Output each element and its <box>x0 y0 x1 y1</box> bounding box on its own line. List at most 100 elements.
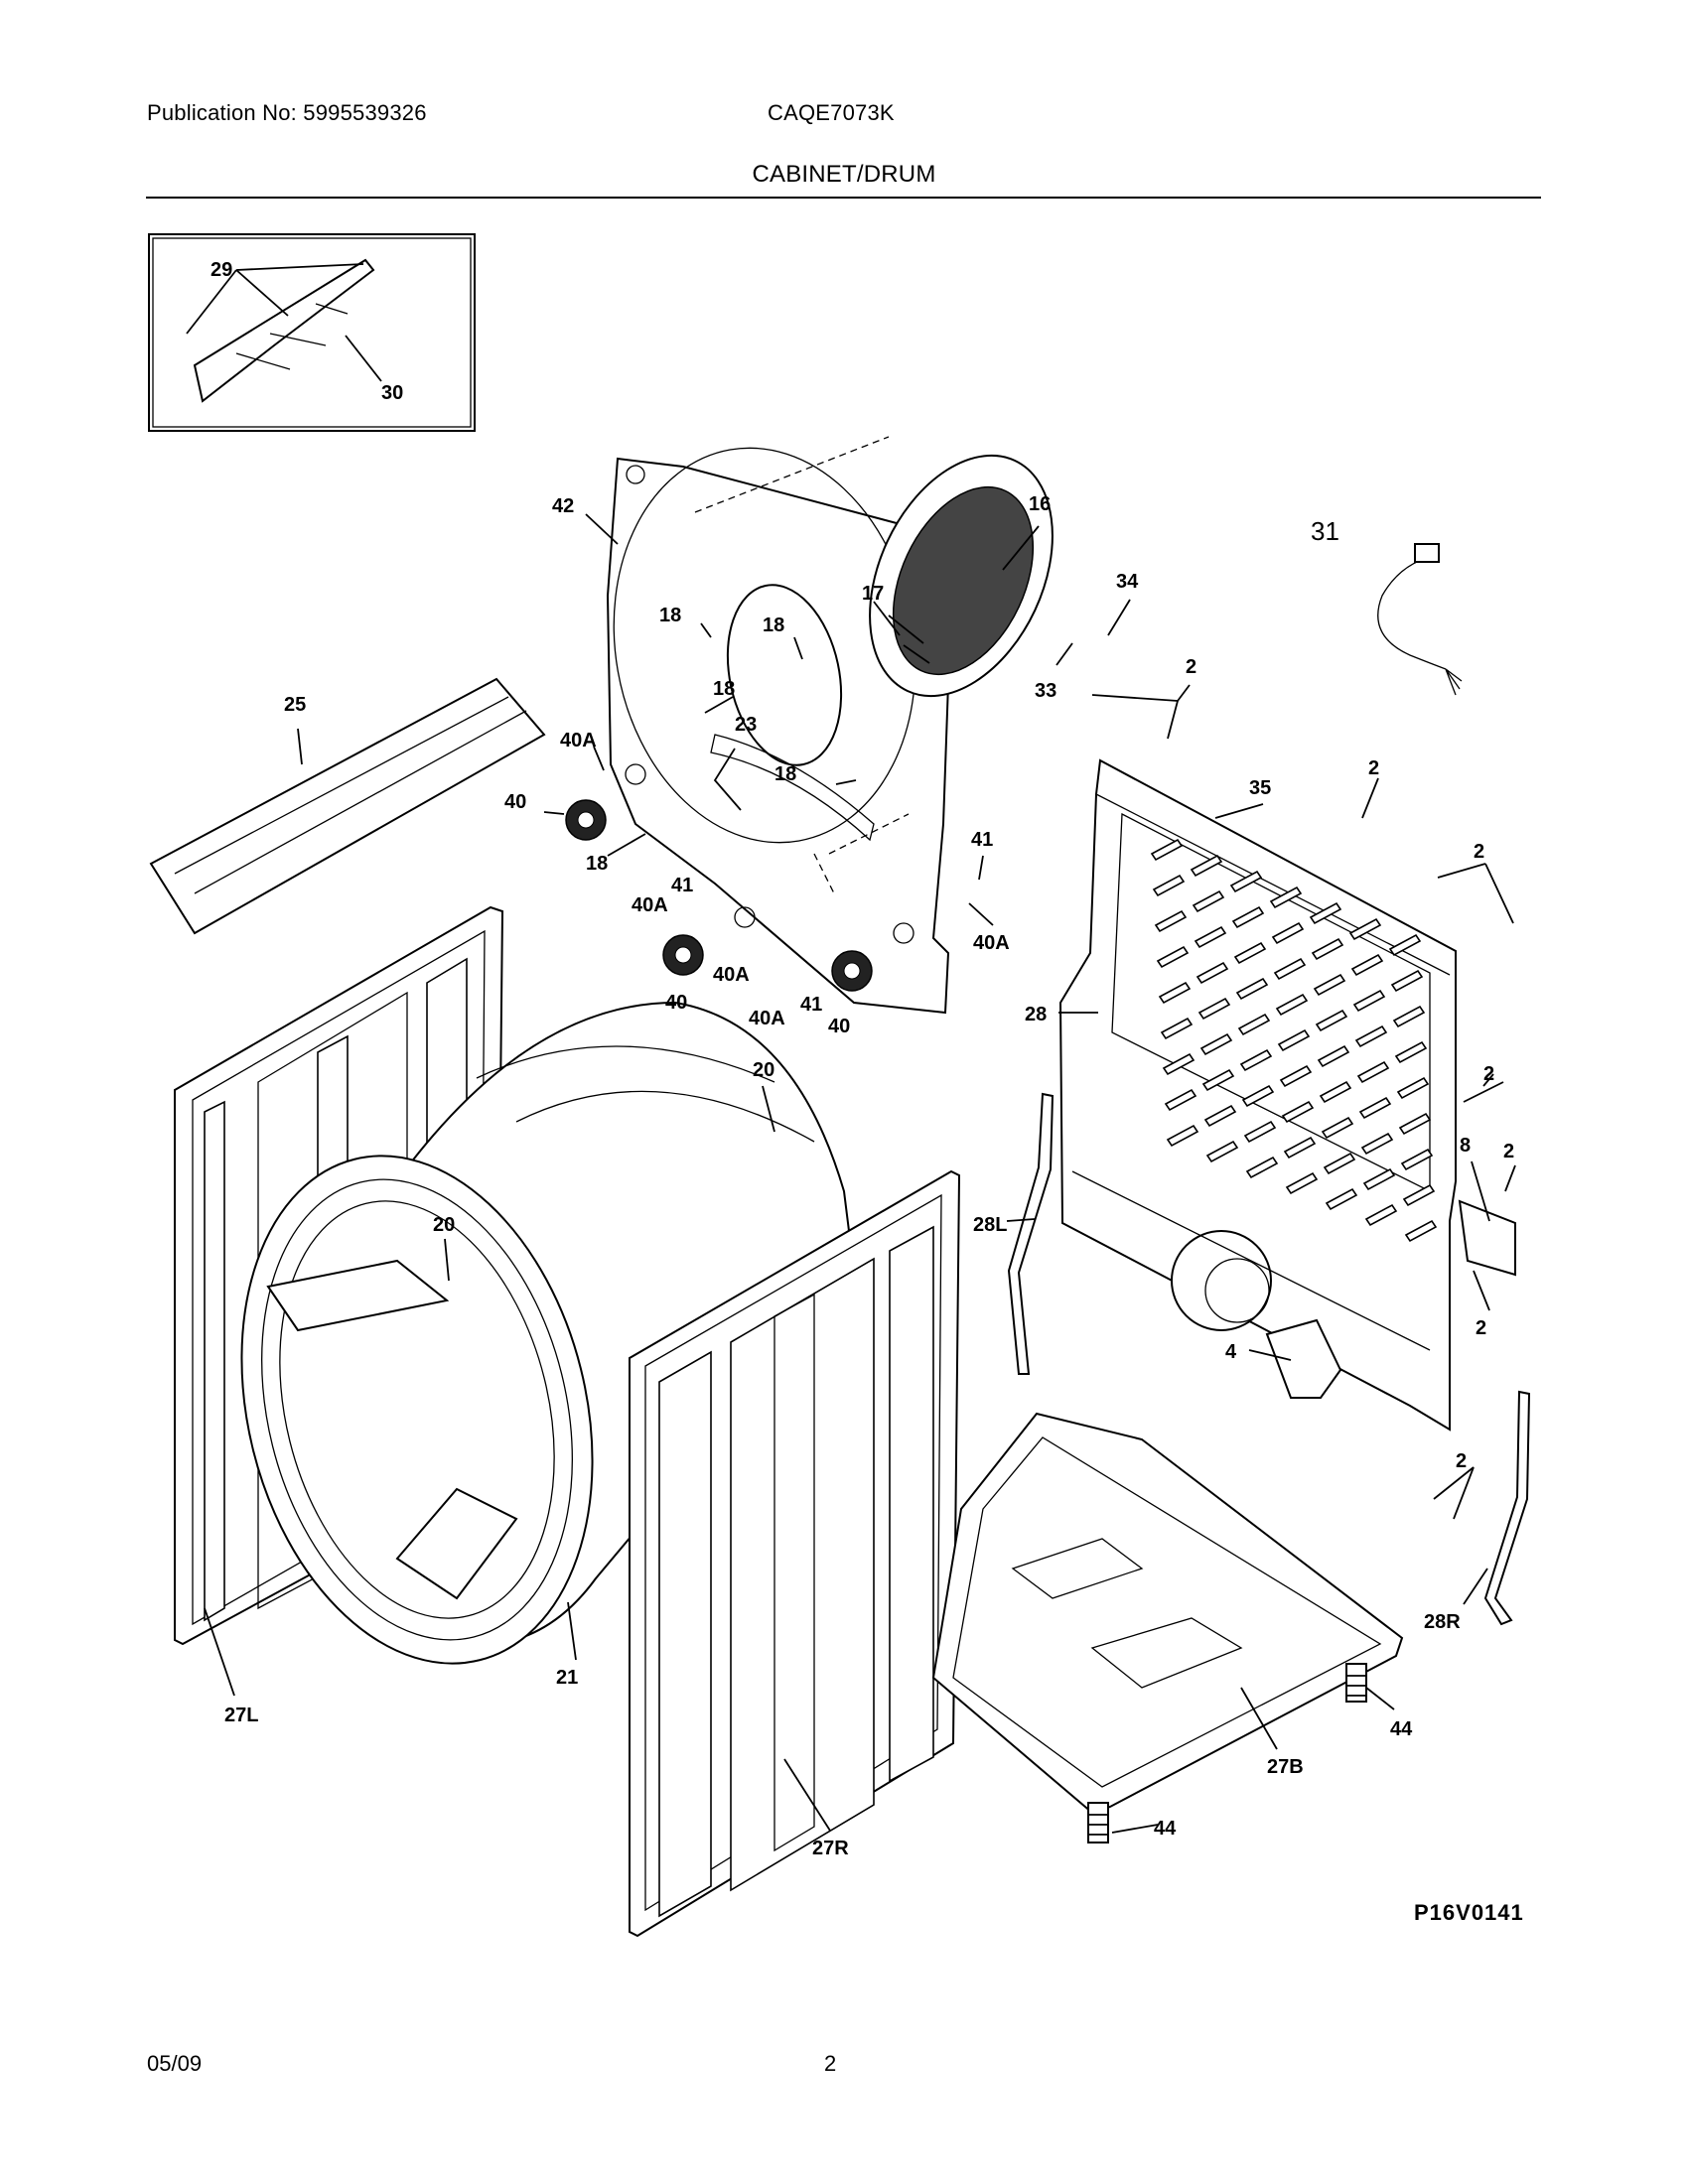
callout-label: 17 <box>862 583 884 605</box>
louver-slot <box>1158 981 1192 1005</box>
callout-label: 2 <box>1483 1063 1494 1085</box>
callout-label: 18 <box>659 605 681 626</box>
louver-slot <box>1192 889 1225 913</box>
louver-slot <box>1239 1048 1273 1072</box>
leveling-leg <box>1087 1802 1109 1843</box>
callout-label: 4 <box>1225 1341 1237 1363</box>
louver-slot <box>1197 997 1231 1021</box>
callout-label: 18 <box>713 678 735 700</box>
louver-slot <box>1364 1203 1398 1227</box>
callout-label: 2 <box>1186 656 1196 678</box>
power-cord <box>1377 543 1463 696</box>
callout-label: 18 <box>774 763 796 785</box>
louver-slot <box>1392 1005 1426 1028</box>
callout-label: 18 <box>586 853 608 875</box>
blower-housing <box>869 454 1054 698</box>
callout-leaders <box>204 513 1516 1834</box>
louver-slot <box>1352 989 1386 1013</box>
louver-slot <box>1362 1167 1396 1191</box>
inset-box <box>148 233 476 432</box>
callout-label: 41 <box>800 994 822 1016</box>
louver-slot <box>1350 953 1384 977</box>
louver-slot <box>1277 1028 1311 1052</box>
louver-slot <box>1190 854 1223 878</box>
louver-slot <box>1400 1148 1434 1171</box>
drum-roller <box>662 934 704 976</box>
callout-label: 27L <box>224 1705 258 1726</box>
callout-label: 40 <box>665 992 687 1014</box>
callout-label: 2 <box>1474 841 1484 863</box>
louver-slot <box>1396 1076 1430 1100</box>
louver-slot <box>1199 1032 1233 1056</box>
louver-slot <box>1360 1132 1394 1156</box>
callout-label: 35 <box>1249 777 1271 799</box>
louver-slot <box>1241 1084 1275 1108</box>
callout-label: 16 <box>1029 493 1051 515</box>
callout-label: 44 <box>1390 1718 1413 1740</box>
rear-panel-louvers <box>1150 838 1438 1243</box>
louver-slot <box>1319 1080 1352 1104</box>
louver-slot <box>1402 1183 1436 1207</box>
side-panel-right <box>629 1169 961 1938</box>
model-number: CAQE7073K <box>768 100 895 125</box>
callout-label: 27R <box>812 1838 849 1859</box>
louver-slot <box>1358 1096 1392 1120</box>
louver-slot <box>1156 945 1190 969</box>
louver-slot <box>1283 1136 1317 1160</box>
callout-label: 40A <box>560 730 597 751</box>
callout-label: 18 <box>763 614 784 636</box>
callout-label: 27B <box>1267 1756 1304 1778</box>
callout-label: 40A <box>632 894 668 916</box>
louver-slot <box>1354 1024 1388 1048</box>
seal-strip-left <box>1007 1092 1055 1375</box>
bracket <box>1458 1199 1516 1277</box>
callout-label: 28L <box>973 1214 1007 1236</box>
louver-slot <box>1150 838 1184 862</box>
callout-label: 34 <box>1116 571 1139 593</box>
callout-label: 29 <box>211 259 232 281</box>
page-title: CABINET/DRUM <box>752 161 936 188</box>
louver-slot <box>1164 1088 1197 1112</box>
front-support-rail <box>149 677 546 935</box>
louver-slot <box>1231 905 1265 929</box>
louver-slot <box>1390 969 1424 993</box>
louver-slot <box>1394 1040 1428 1064</box>
callout-label: 23 <box>735 714 757 736</box>
louver-slot <box>1398 1112 1432 1136</box>
louver-slot <box>1275 993 1309 1017</box>
louver-slot <box>1321 1116 1354 1140</box>
callout-label: 40A <box>713 964 750 986</box>
callout-label: 20 <box>433 1214 455 1236</box>
callout-label: 30 <box>381 382 403 404</box>
louver-slot <box>1311 937 1344 961</box>
callout-label: 2 <box>1368 757 1379 779</box>
callout-label: 28R <box>1424 1611 1461 1633</box>
callout-label: 40A <box>973 932 1010 954</box>
louver-slot <box>1205 1140 1239 1163</box>
base <box>931 1412 1404 1815</box>
louver-slot <box>1325 1187 1358 1211</box>
publication-number: Publication No: 5995539326 <box>147 100 427 125</box>
callout-label: 40 <box>504 791 526 813</box>
louver-slot <box>1237 1013 1271 1036</box>
louver-slot <box>1281 1100 1315 1124</box>
drum-roller <box>831 950 873 992</box>
header-rule <box>146 197 1541 199</box>
louver-slot <box>1243 1120 1277 1144</box>
exhaust-duct <box>1265 1318 1342 1399</box>
louver-slot <box>1233 941 1267 965</box>
callout-labels: 29 30 42 16 17 34 33 31 18 18 18 18 18 2… <box>211 259 1514 1859</box>
diagram-code: P16V0141 <box>1414 1900 1524 1925</box>
callout-label: 41 <box>671 875 693 896</box>
louver-slot <box>1388 933 1422 957</box>
louver-slot <box>1201 1068 1235 1092</box>
louver-slot <box>1154 909 1188 933</box>
louver-slot <box>1404 1219 1438 1243</box>
callout-label: 8 <box>1460 1135 1471 1157</box>
louver-slot <box>1196 961 1229 985</box>
publication-date: 05/09 <box>147 2051 203 2076</box>
louver-slot <box>1245 1156 1279 1179</box>
louver-slot <box>1235 977 1269 1001</box>
callout-label: 2 <box>1476 1317 1486 1339</box>
louver-slot <box>1273 957 1307 981</box>
